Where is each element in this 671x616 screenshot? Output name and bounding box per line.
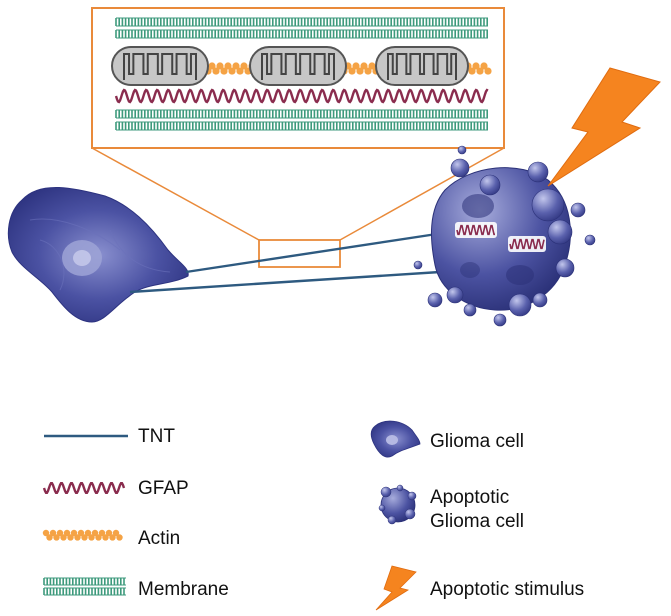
zoom-region <box>258 239 341 268</box>
glioma-cell <box>7 187 189 323</box>
glioma-cell-icon <box>370 420 421 458</box>
membrane-strip-bottom <box>115 109 489 131</box>
apoptotic-glioma-cell <box>413 145 596 327</box>
legend-label-gfap: GFAP <box>138 478 189 499</box>
actin-legend-icon <box>42 529 123 541</box>
legend-label-glioma-cell: Glioma cell <box>430 431 524 452</box>
legend-label-actin: Actin <box>138 528 181 549</box>
legend-label-membrane: Membrane <box>138 579 229 600</box>
legend-label-apoptotic-stimulus: Apoptotic stimulus <box>430 579 585 600</box>
tunneling-nanotubes <box>129 230 451 294</box>
gfap-legend-icon <box>42 482 126 494</box>
mitochondria <box>111 46 469 86</box>
legend <box>42 420 421 611</box>
lightning-legend-icon <box>375 565 417 611</box>
apoptotic-cell-icon <box>378 484 417 525</box>
zoom-lines <box>91 147 505 268</box>
lightning-bolt-icon <box>547 67 661 187</box>
membrane-legend-icon <box>43 577 126 596</box>
legend-label-apoptotic-line2: Glioma cell <box>430 511 524 532</box>
gfap-strip <box>114 88 489 104</box>
inset-zoom <box>91 7 505 149</box>
legend-label-apoptotic-line1: Apoptotic <box>430 487 510 508</box>
tnt-upper <box>185 230 451 274</box>
membrane-strip-top <box>115 17 489 39</box>
tnt-lower <box>129 270 441 294</box>
legend-label-tnt: TNT <box>138 426 175 447</box>
